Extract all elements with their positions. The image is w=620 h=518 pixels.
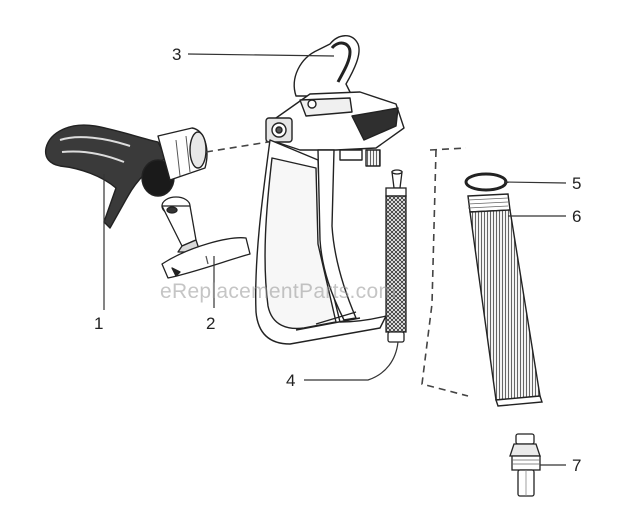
- leader-line-4: [304, 341, 399, 381]
- callout-6: 6: [572, 207, 582, 226]
- swivel-fitting-part: [509, 433, 541, 497]
- assembly-dashed-lines: [205, 141, 469, 397]
- watermark: eReplacementParts.com: [160, 280, 397, 303]
- tip-guard-part: [44, 124, 208, 229]
- leader-line-5: [503, 181, 567, 184]
- handle-part: [467, 193, 543, 407]
- callout-7: 7: [572, 456, 582, 475]
- leader-line-3: [187, 53, 335, 57]
- callout-1: 1: [94, 314, 104, 333]
- callout-4: 4: [286, 371, 296, 390]
- callout-5: 5: [572, 174, 582, 193]
- gun-body-part: [255, 35, 405, 345]
- filter-part: [385, 169, 407, 343]
- leader-lines: [103, 53, 567, 466]
- callout-2: 2: [206, 314, 216, 333]
- callout-3: 3: [172, 45, 182, 64]
- spray-tip-part: [161, 196, 251, 279]
- o-ring-part: [464, 172, 508, 192]
